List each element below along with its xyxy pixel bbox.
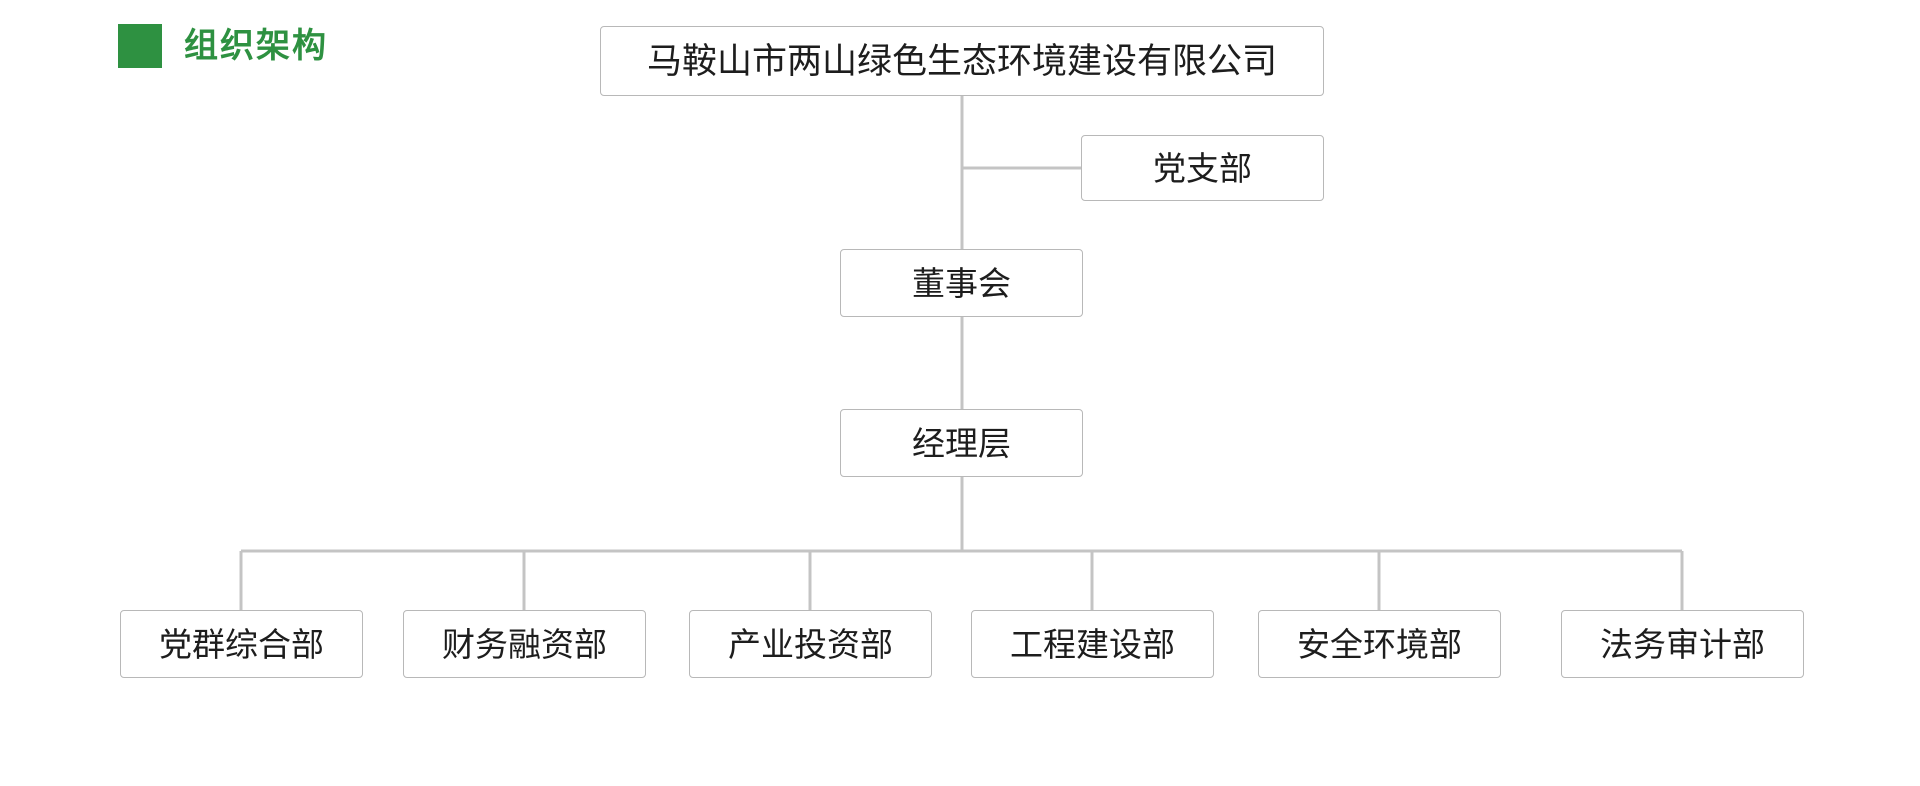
org-node-department-label: 法务审计部	[1600, 625, 1765, 663]
org-node-board[interactable]: 董事会	[840, 249, 1083, 317]
org-node-department-label: 财务融资部	[442, 625, 607, 663]
org-node-department-label: 产业投资部	[728, 625, 893, 663]
org-node-management[interactable]: 经理层	[840, 409, 1083, 477]
green-square-marker-icon	[118, 24, 162, 68]
org-node-department[interactable]: 党群综合部	[120, 610, 363, 678]
org-node-department[interactable]: 法务审计部	[1561, 610, 1804, 678]
section-header: 组织架构	[118, 24, 328, 68]
org-node-department[interactable]: 安全环境部	[1258, 610, 1501, 678]
page-title: 组织架构	[184, 27, 328, 65]
org-node-department-label: 党群综合部	[159, 625, 324, 663]
org-node-management-label: 经理层	[912, 424, 1011, 462]
org-node-party-branch[interactable]: 党支部	[1081, 135, 1324, 201]
org-node-board-label: 董事会	[912, 264, 1011, 302]
org-node-department-label: 工程建设部	[1010, 625, 1175, 663]
org-node-department[interactable]: 工程建设部	[971, 610, 1214, 678]
org-node-company-label: 马鞍山市两山绿色生态环境建设有限公司	[646, 41, 1277, 81]
org-node-department[interactable]: 财务融资部	[403, 610, 646, 678]
org-node-party-branch-label: 党支部	[1153, 149, 1252, 187]
org-node-department-label: 安全环境部	[1297, 625, 1462, 663]
org-node-department[interactable]: 产业投资部	[689, 610, 932, 678]
org-node-company[interactable]: 马鞍山市两山绿色生态环境建设有限公司	[600, 26, 1324, 96]
